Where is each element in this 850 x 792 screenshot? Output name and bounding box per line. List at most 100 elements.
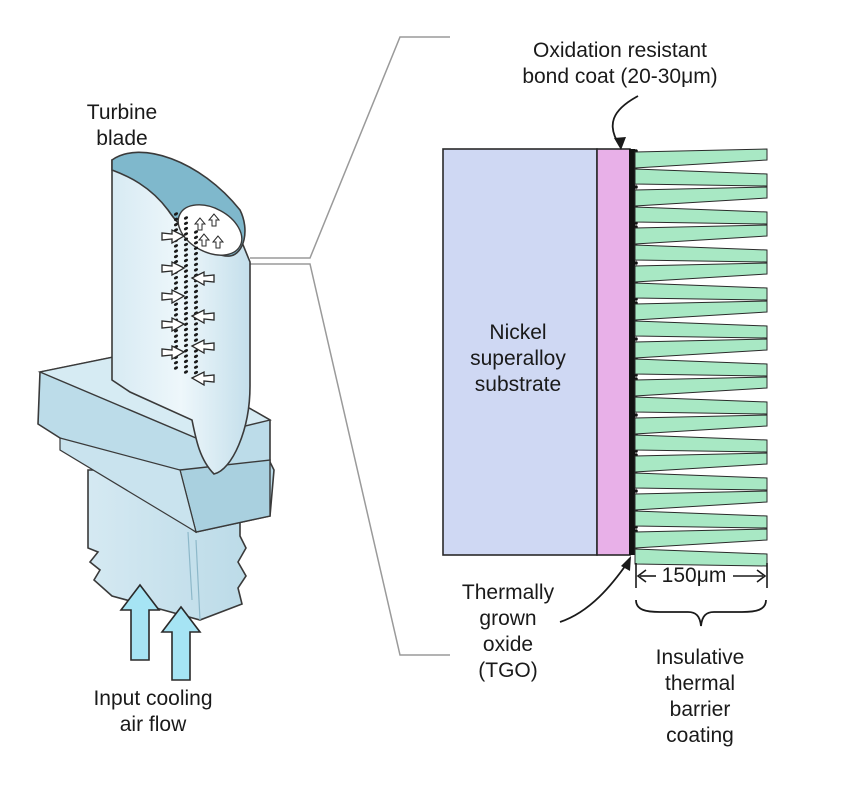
- cooling-hole: [183, 253, 189, 257]
- cooling-hole: [173, 334, 179, 338]
- cooling-hole: [183, 359, 189, 364]
- up-arrow-icon: [160, 605, 202, 681]
- tgo-label-line: (TGO): [478, 659, 538, 682]
- tbc-column: [634, 186, 768, 207]
- cooling-hole: [183, 296, 189, 300]
- cooling-hole: [173, 276, 179, 280]
- bond-coat-label-line: bond coat (20-30μm): [522, 65, 718, 88]
- tgo-label-line: Thermally: [461, 581, 555, 604]
- tbc-column: [634, 434, 768, 453]
- tbc-column: [634, 338, 768, 359]
- cooling-hole: [173, 222, 179, 227]
- cooling-hole: [193, 365, 199, 369]
- cooling-hole-arrow-icon: [190, 308, 215, 325]
- tbc-label-line: thermal: [664, 672, 736, 695]
- cooling-hole: [193, 354, 199, 359]
- turbine-blade: [37, 151, 275, 621]
- cooling-hole: [193, 230, 199, 234]
- cooling-hole: [183, 221, 189, 225]
- cooling-hole: [183, 306, 189, 310]
- tgo-label: Thermally grown oxide (TGO): [462, 580, 554, 684]
- cooling-hole: [193, 322, 199, 326]
- cooling-hole-arrow-icon: [190, 270, 215, 287]
- turbine-blade-label-line: blade: [96, 127, 148, 150]
- cooling-hole: [193, 251, 199, 256]
- film-cooling-arrows: [161, 213, 225, 387]
- tbc-label-line: barrier: [669, 698, 731, 721]
- cooling-hole-arrow-icon: [211, 235, 225, 249]
- cooling-hole: [173, 307, 179, 312]
- tbc-column: [634, 510, 768, 529]
- cooling-hole: [183, 232, 189, 236]
- tgo-layer: [629, 149, 635, 555]
- cooling-hole: [173, 302, 179, 306]
- cooling-hole: [183, 370, 189, 374]
- cooling-hole: [183, 226, 189, 231]
- cooling-hole: [193, 241, 199, 245]
- cooling-hole-arrow-icon: [161, 228, 186, 245]
- cooling-hole: [173, 361, 179, 365]
- turbine-blade-label: Turbine blade: [87, 100, 157, 152]
- cooling-hole: [183, 248, 189, 252]
- cooling-hole: [183, 317, 189, 321]
- cooling-hole: [183, 290, 189, 294]
- substrate-label-line: Nickel: [489, 321, 547, 344]
- bond-coat-label: Oxidation resistant bond coat (20-30μm): [522, 38, 717, 90]
- cooling-hole: [183, 242, 189, 247]
- substrate-label: Nickel superalloy substrate: [470, 320, 566, 398]
- cooling-hole: [183, 338, 189, 342]
- cooling-hole: [193, 262, 199, 267]
- cooling-hole: [193, 257, 199, 261]
- cooling-hole: [183, 264, 189, 268]
- cooling-hole: [183, 354, 189, 358]
- cooling-hole: [193, 360, 199, 364]
- cooling-hole: [183, 343, 189, 348]
- tgo-grain: [634, 261, 638, 265]
- cooling-hole: [183, 349, 189, 353]
- tgo-pointer: [559, 561, 629, 623]
- cooling-hole: [183, 327, 189, 332]
- cooling-hole: [193, 300, 199, 304]
- cooling-hole-arrow-icon: [197, 233, 211, 247]
- tgo-label-line: grown: [479, 607, 537, 630]
- tbc-column: [634, 376, 768, 397]
- tbc-column: [634, 414, 768, 435]
- cooling-hole: [193, 370, 199, 375]
- tgo-grain: [634, 337, 638, 341]
- cooling-hole: [193, 349, 199, 353]
- tbc-column: [634, 244, 768, 263]
- dimension-arrow-icon: [635, 563, 768, 588]
- tbc-column: [634, 528, 768, 549]
- brace-icon: [635, 599, 767, 627]
- tbc-column: [634, 224, 768, 245]
- cooling-hole: [183, 237, 189, 241]
- cooling-hole: [183, 258, 189, 263]
- cooling-hole: [193, 327, 199, 331]
- cooling-label-line: Input cooling: [93, 687, 213, 710]
- zoom-callout-lines: [250, 36, 450, 656]
- cooling-hole-arrow-icon: [161, 260, 186, 277]
- tbc-label-line: Insulative: [655, 646, 745, 669]
- cooling-hole: [183, 333, 189, 337]
- cooling-hole: [173, 212, 179, 216]
- cooling-hole-arrow-icon: [161, 316, 186, 333]
- cooling-hole: [183, 269, 189, 273]
- cooling-hole: [173, 281, 179, 285]
- tgo-grain: [634, 413, 638, 417]
- thickness-value: 150μm: [661, 564, 727, 587]
- cooling-hole: [193, 235, 199, 240]
- tbc-column: [634, 452, 768, 473]
- turbine-blade-label-line: Turbine: [86, 101, 158, 124]
- tbc-column: [634, 396, 768, 415]
- bond-coat-layer: [596, 148, 631, 556]
- tbc-column: [634, 148, 768, 169]
- tgo-grain: [634, 489, 638, 493]
- cooling-hole-arrow-icon: [193, 217, 207, 231]
- cooling-hole-arrow-icon: [190, 370, 215, 387]
- cooling-hole: [193, 338, 199, 342]
- cooling-label-line: air flow: [119, 713, 187, 736]
- cooling-hole: [173, 366, 179, 370]
- tgo-label-line: oxide: [482, 633, 534, 656]
- tbc-label-line: coating: [666, 724, 734, 747]
